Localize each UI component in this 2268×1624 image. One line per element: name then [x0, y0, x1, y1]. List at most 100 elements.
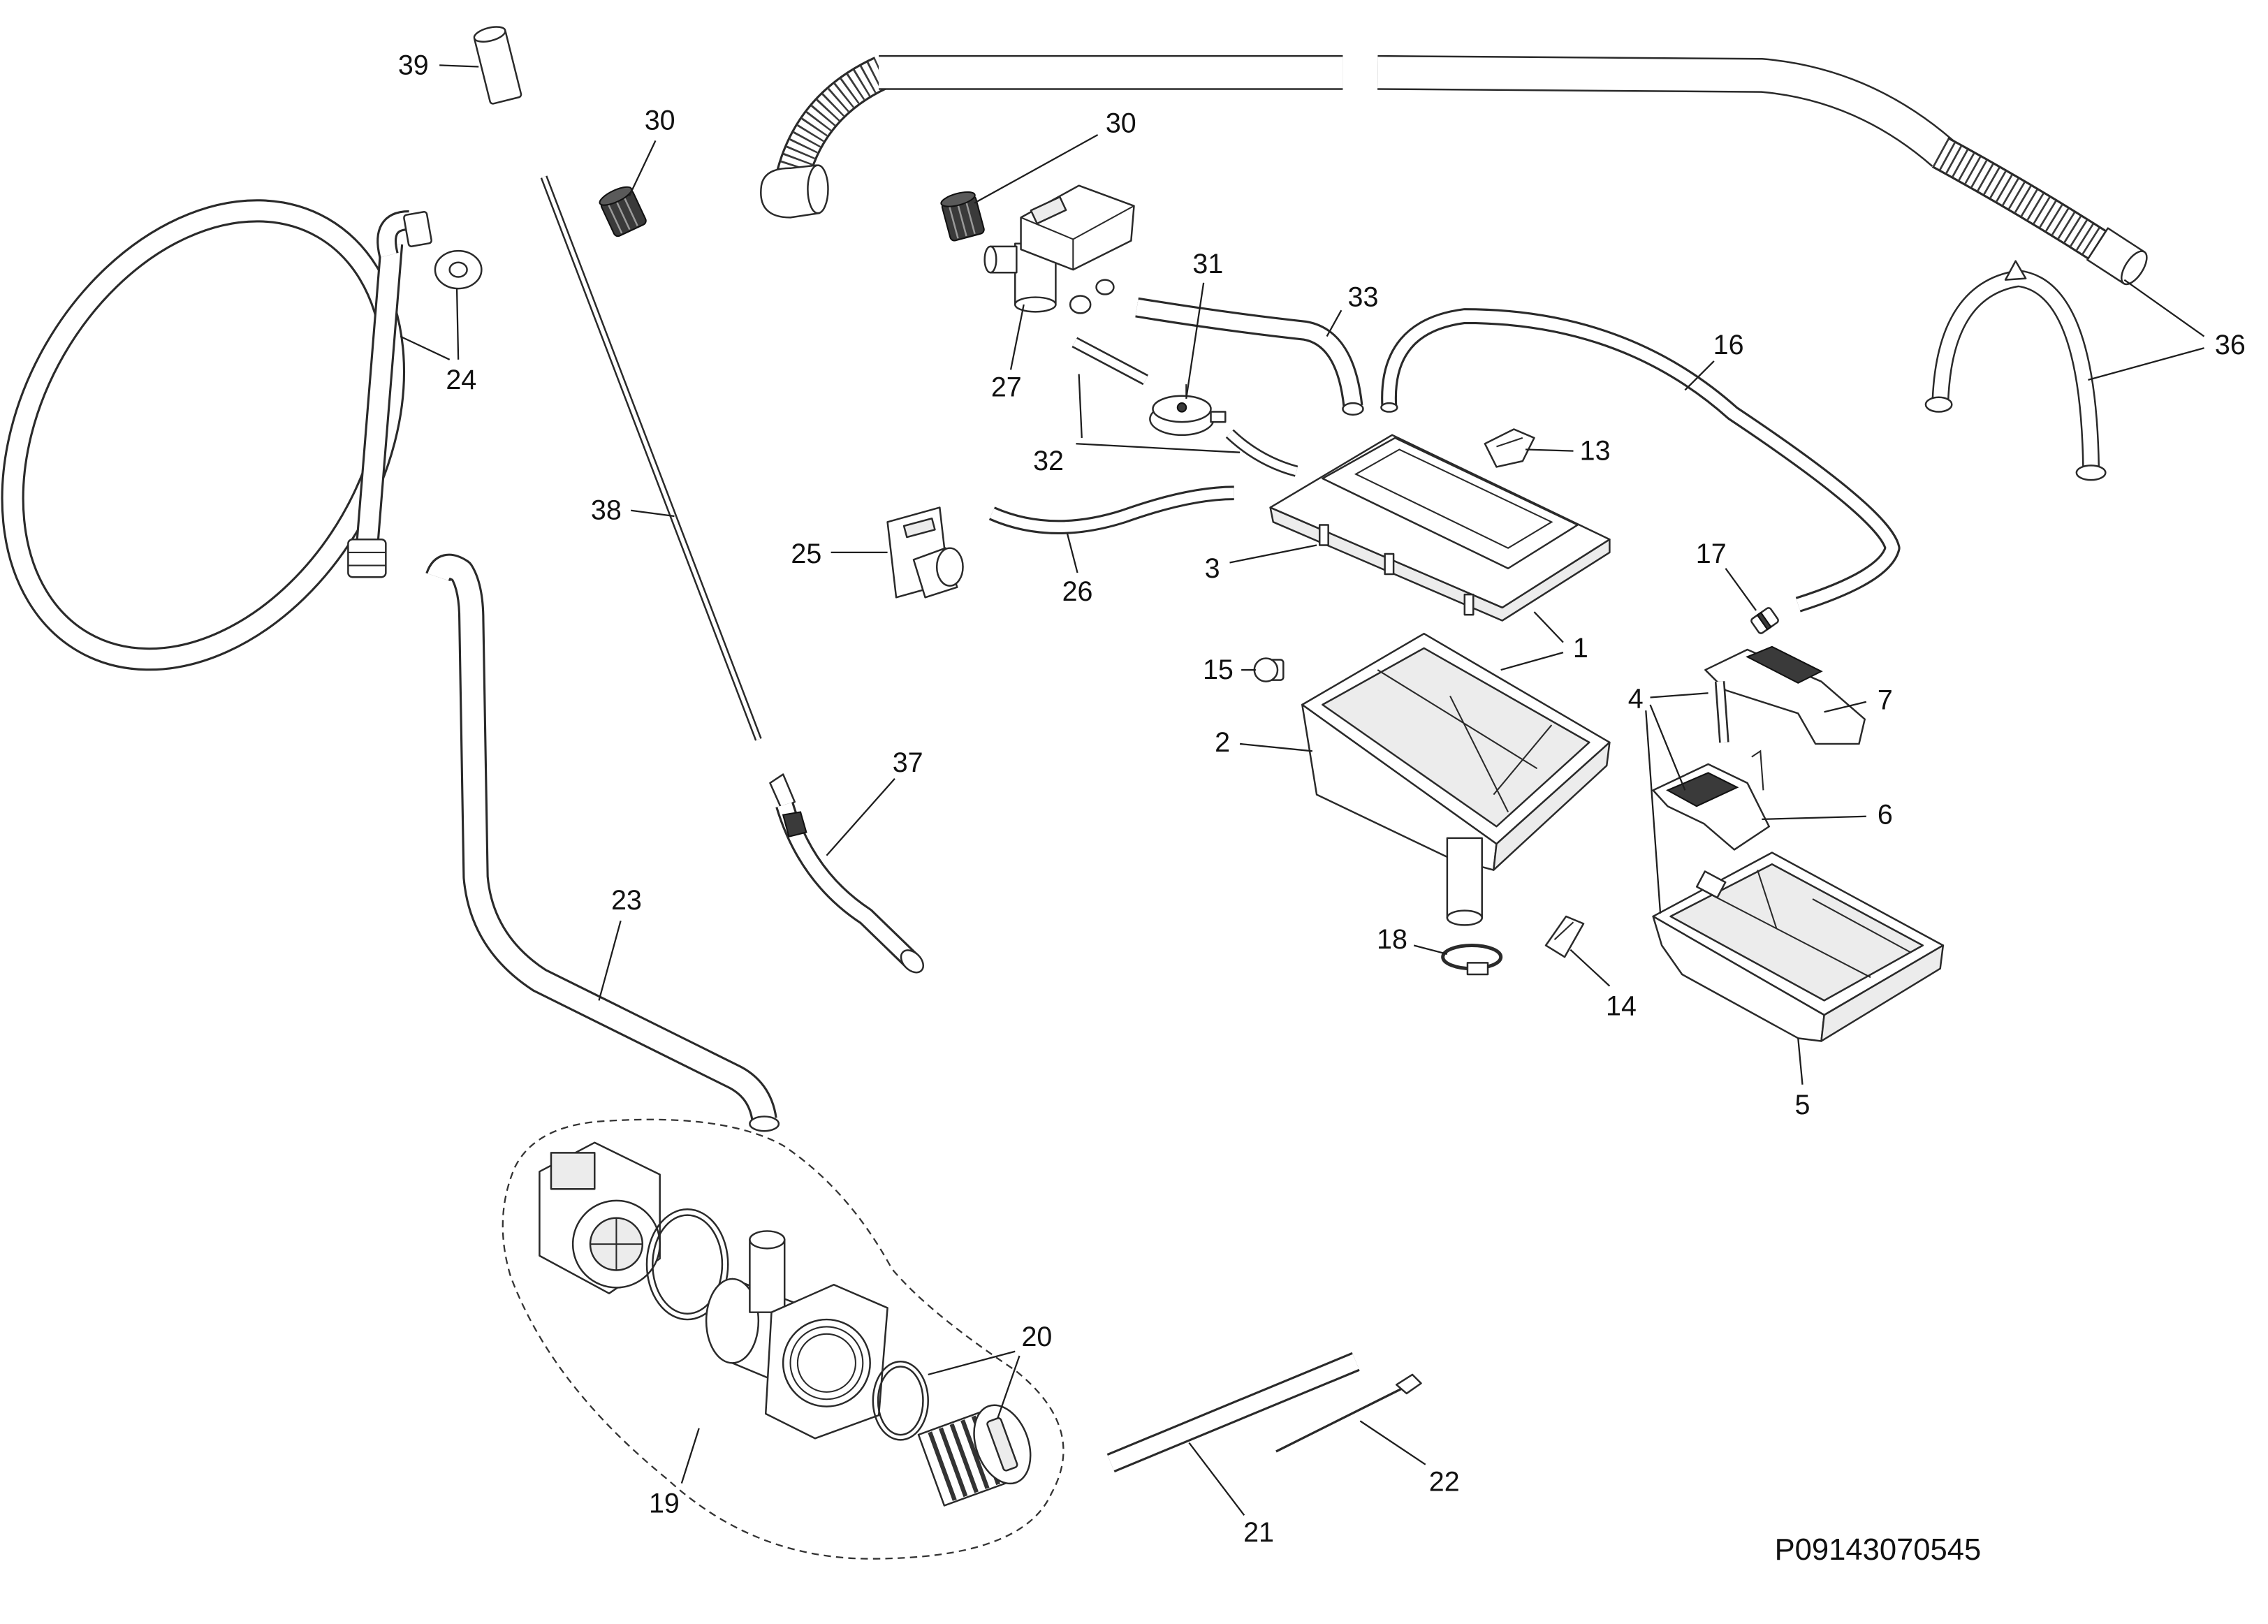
nut-facets: [348, 551, 386, 566]
clip-edge: [1553, 921, 1574, 940]
part-25-bracket-connector: [886, 506, 964, 599]
drawer-cavity: [1669, 863, 1924, 1002]
leader-6: [1762, 815, 1866, 821]
seat-thread: [789, 1326, 864, 1400]
pump-inlet: [705, 1278, 760, 1364]
callout-label: 15: [1203, 654, 1234, 685]
assembly-dashed-outline: [502, 1118, 1065, 1560]
callout-label: 6: [1878, 800, 1893, 831]
pump-motor-connector: [550, 1152, 596, 1190]
callout-label: 4: [1628, 684, 1644, 715]
o-ring-small-inner: [877, 1366, 924, 1436]
lever-grip: [1746, 645, 1823, 684]
clamp-tab: [2004, 260, 2027, 281]
part-17-connector: [1750, 607, 1779, 634]
hose-nut-bottom: [347, 538, 387, 578]
connector-mouth: [935, 547, 964, 587]
clip-body: [1484, 428, 1535, 468]
hose-end-cuff: [2086, 227, 2148, 286]
cover-detail: [1354, 448, 1553, 549]
leader-36: [2088, 279, 2205, 381]
callout-label: 21: [1243, 1517, 1274, 1548]
wire: [1275, 1388, 1402, 1453]
leader-31: [1185, 282, 1205, 400]
tube-body: [1111, 1361, 1356, 1463]
part-4-siphon-rod: [1720, 682, 1724, 742]
leader-39: [439, 64, 479, 68]
filter-end: [599, 186, 633, 206]
part-7-siphon-lever: [1704, 645, 1866, 745]
leader-27: [1009, 304, 1025, 370]
leader-14: [1570, 949, 1611, 987]
leader-26: [1066, 533, 1078, 573]
washer-hole: [448, 261, 468, 278]
hose-elbow-mouth: [807, 164, 829, 214]
callout-label: 13: [1580, 436, 1611, 467]
hose-outline: [438, 566, 764, 1119]
callout-label: 33: [1348, 282, 1379, 313]
leader-37: [826, 777, 895, 856]
leader-33: [1326, 309, 1342, 337]
pump-filter-seat: [782, 1318, 871, 1407]
valve-block-edges: [1020, 205, 1134, 270]
reference-code: P09143070545: [1775, 1533, 1982, 1567]
hose-elbow: [760, 164, 821, 219]
leader-4: [1645, 692, 1709, 914]
drain-filter: [917, 1404, 1032, 1507]
part-5-detergent-drawer: [1652, 851, 1945, 1042]
part-37-tube: [769, 773, 925, 974]
part-26-tube: [992, 493, 1234, 527]
callout-label: 1: [1573, 633, 1588, 664]
valve-outlet: [1069, 295, 1092, 314]
callout-labels: 39 30 30 31 33 16 36 24 27 32 13 38 25 2…: [398, 50, 2246, 1548]
part-2-dispenser-housing: [1301, 632, 1611, 926]
part-33-tube: [1137, 307, 1364, 415]
filter-ribs: [947, 198, 976, 239]
valve-connector: [1030, 196, 1067, 225]
pump-spout-mouth: [749, 1230, 786, 1250]
cap-handle: [1751, 749, 1764, 791]
drawer-side-face: [1820, 944, 1945, 1042]
impeller-blades: [590, 1217, 643, 1271]
leader-22: [1359, 1420, 1426, 1465]
part-22-wire: [1275, 1373, 1422, 1453]
leader-30-right: [974, 134, 1099, 204]
wire-terminal: [1395, 1373, 1422, 1395]
tube-end: [900, 949, 925, 974]
callout-label: 19: [649, 1488, 680, 1519]
leader-2: [1239, 742, 1312, 752]
part-21-tube: [1111, 1361, 1356, 1463]
callout-label: 24: [446, 365, 476, 395]
callout-label: 30: [1106, 108, 1136, 138]
part-20-filter-and-seal: [872, 1361, 1032, 1507]
part-19-drain-pump-assembly: [502, 1118, 1065, 1560]
filter-cap-handle: [986, 1417, 1018, 1472]
housing-cavity: [1322, 647, 1590, 828]
callout-label: 27: [991, 372, 1022, 402]
callout-label: 25: [791, 539, 821, 569]
part-24-inlet-hose: [0, 142, 481, 728]
housing-side-face: [1493, 741, 1611, 871]
part-3-dispenser-cover: [1269, 434, 1611, 622]
callout-label: 20: [1021, 1322, 1052, 1352]
part-13-clip: [1484, 428, 1535, 468]
leader-19: [680, 1428, 700, 1484]
cover-tab: [1384, 553, 1395, 576]
callout-label: 36: [2215, 330, 2246, 360]
leader-lines: [400, 64, 2205, 1516]
leader-1: [1500, 611, 1564, 671]
callout-label: 31: [1192, 249, 1223, 279]
housing-dividers: [1377, 669, 1553, 812]
switch-nozzle: [1210, 411, 1227, 423]
drawer-insert: [1695, 870, 1727, 899]
callout-label: 32: [1033, 446, 1064, 476]
tube-body: [1074, 342, 1146, 380]
callout-label: 16: [1713, 330, 1744, 360]
part-31-pressure-switch: [1149, 384, 1227, 437]
plug-head: [1253, 657, 1279, 682]
callout-label: 3: [1205, 553, 1220, 584]
tube-body: [992, 493, 1234, 527]
callout-label: 37: [893, 747, 923, 778]
clamp-foot: [2075, 464, 2107, 481]
